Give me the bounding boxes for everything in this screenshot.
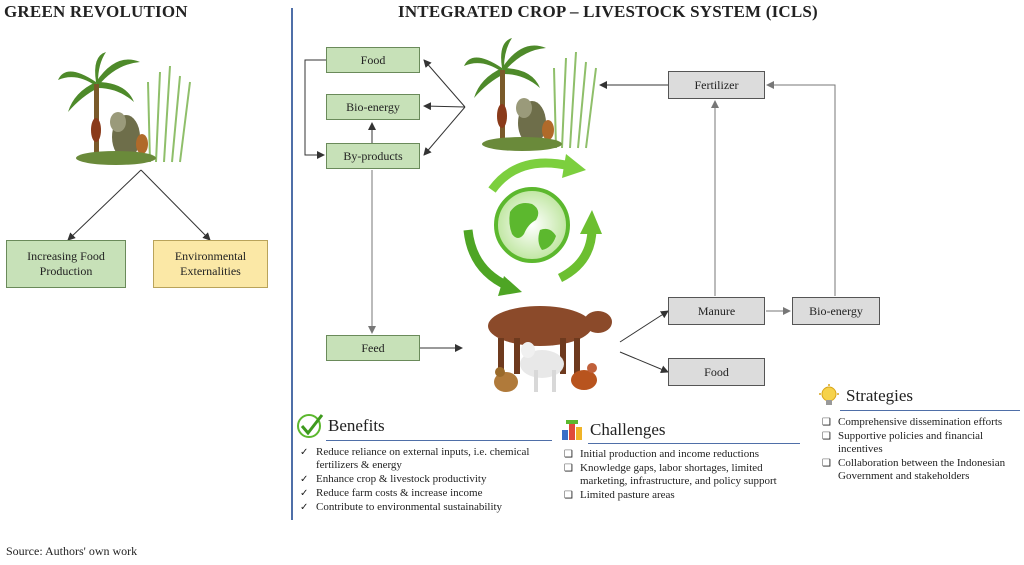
- crop-plant-icon-icls: [464, 38, 597, 151]
- arrow-plant-byproducts: [423, 106, 466, 156]
- increasing-food-production-box: Increasing Food Production: [6, 240, 126, 288]
- loop-food-byproducts: [304, 59, 326, 159]
- challenges-underline: [588, 443, 800, 444]
- manure-box: Manure: [668, 297, 765, 325]
- benefits-heading-label: Benefits: [328, 416, 385, 435]
- crop-plant-icon: [58, 52, 191, 165]
- environmental-externalities-box: Environmental Externalities: [153, 240, 268, 288]
- benefits-list: ✓Reduce reliance on external inputs, i.e…: [298, 446, 560, 515]
- challenge-item: ❑Knowledge gaps, labor shortages, limite…: [564, 462, 777, 487]
- crop-byproducts-box: By-products: [326, 143, 420, 169]
- crop-bioenergy-box: Bio-energy: [326, 94, 420, 120]
- livestock-bioenergy-box: Bio-energy: [792, 297, 880, 325]
- challenges-heading-label: Challenges: [590, 420, 666, 439]
- strategy-item: ❑Collaboration between the Indonesian Go…: [822, 457, 1006, 482]
- arrow-livestock-manure: [619, 310, 669, 343]
- challenge-item: ❑Initial production and income reduction…: [564, 448, 760, 460]
- strategy-item: ❑Supportive policies and financial incen…: [822, 430, 984, 455]
- benefit-item: ✓Enhance crop & livestock productivity: [300, 473, 487, 485]
- challenges-heading: Challenges: [560, 418, 666, 442]
- benefit-item: ✓Reduce reliance on external inputs, i.e…: [300, 446, 530, 471]
- arrow-to-externalities: [140, 169, 211, 241]
- benefits-heading: Benefits: [296, 413, 385, 439]
- source-note: Source: Authors' own work: [6, 544, 138, 558]
- strategies-heading-label: Strategies: [846, 386, 914, 405]
- strategies-heading: Strategies: [818, 384, 913, 408]
- arrow-livestock-food: [619, 351, 669, 373]
- benefits-underline: [326, 440, 552, 441]
- challenges-list: ❑Initial production and income reduction…: [562, 448, 806, 503]
- strategies-list: ❑Comprehensive dissemination efforts ❑Su…: [820, 416, 1020, 484]
- arrow-plant-bioenergy: [423, 102, 466, 111]
- livestock-icon: [488, 306, 612, 392]
- crop-food-box: Food: [326, 47, 420, 73]
- arrow-to-food-production: [67, 169, 142, 241]
- green-revolution-title: GREEN REVOLUTION: [4, 2, 188, 21]
- challenge-blocks-icon: [562, 420, 582, 440]
- strategy-item: ❑Comprehensive dissemination efforts: [822, 416, 1003, 428]
- challenge-item: ❑Limited pasture areas: [564, 489, 675, 501]
- icls-title: INTEGRATED CROP – LIVESTOCK SYSTEM (ICLS…: [398, 2, 818, 21]
- benefit-item: ✓Reduce farm costs & increase income: [300, 487, 483, 499]
- lightbulb-icon: [819, 384, 839, 405]
- recycling-globe-icon: [463, 154, 602, 296]
- section-divider: [291, 8, 293, 520]
- arrow-plant-food: [423, 59, 466, 108]
- feed-box: Feed: [326, 335, 420, 361]
- benefit-item: ✓Contribute to environmental sustainabil…: [300, 501, 503, 513]
- strategies-underline: [840, 410, 1020, 411]
- fertilizer-box: Fertilizer: [668, 71, 765, 99]
- checkmark-icon: [297, 414, 324, 438]
- arrow-bioenergy-fertilizer: [766, 81, 836, 296]
- livestock-food-box: Food: [668, 358, 765, 386]
